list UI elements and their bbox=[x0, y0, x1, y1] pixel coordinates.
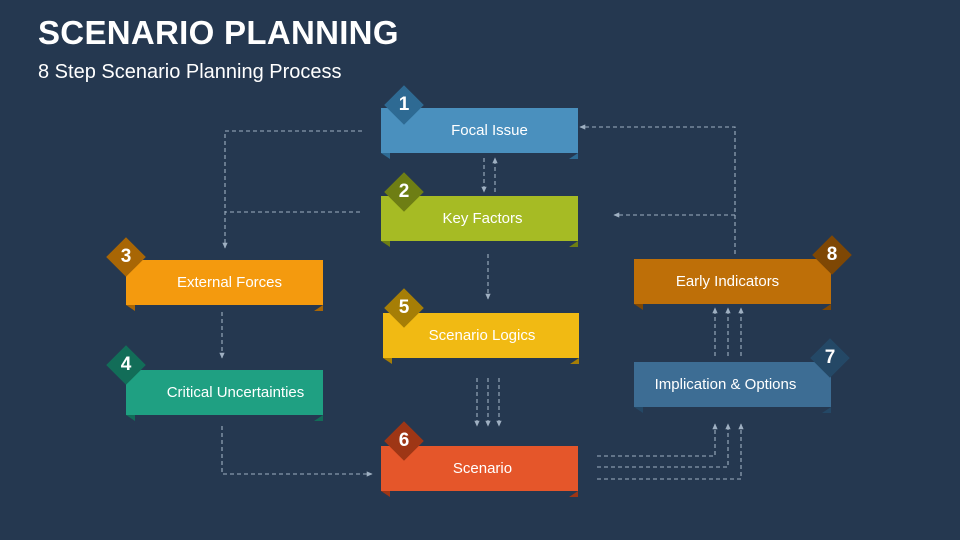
connector-8-to-1 bbox=[579, 124, 736, 254]
step-3-fold-right bbox=[314, 305, 323, 311]
step-8-number: 8 bbox=[826, 244, 838, 265]
step-7-label: Implication & Options bbox=[654, 376, 797, 393]
step-5-fold-left bbox=[383, 358, 392, 364]
connector-6-to-7-c bbox=[597, 423, 744, 480]
step-1-label: Focal Issue bbox=[451, 122, 528, 139]
step-5-box: Scenario Logics bbox=[383, 313, 579, 364]
step-2-fold-left bbox=[381, 241, 390, 247]
step-8-fold-right bbox=[822, 304, 831, 310]
step-1-fold-right bbox=[569, 153, 578, 159]
step-6-fold-right bbox=[569, 491, 578, 497]
connector-4-to-6 bbox=[221, 426, 373, 477]
step-8-label: Early Indicators bbox=[675, 273, 780, 290]
step-6-box: Scenario bbox=[381, 446, 578, 497]
step-7-fold-left bbox=[634, 407, 643, 413]
page-title: SCENARIO PLANNING bbox=[38, 14, 399, 51]
step-5-number: 5 bbox=[398, 297, 410, 318]
step-3-box: External Forces bbox=[126, 260, 323, 311]
step-4-fold-left bbox=[126, 415, 135, 421]
step-7-box: Implication & Options bbox=[634, 362, 831, 413]
step-4-number: 4 bbox=[120, 354, 132, 375]
step-4-fold-right bbox=[314, 415, 323, 421]
step-3-fold-left bbox=[126, 305, 135, 311]
step-1-box: Focal Issue bbox=[381, 108, 578, 159]
step-1-fold-left bbox=[381, 153, 390, 159]
step-8-fold-left bbox=[634, 304, 643, 310]
step-5-fold-right bbox=[570, 358, 579, 364]
step-6-fold-left bbox=[381, 491, 390, 497]
step-1-number: 1 bbox=[398, 94, 410, 115]
step-7-number: 7 bbox=[824, 347, 836, 368]
step-5-label: Scenario Logics bbox=[428, 327, 536, 344]
connector-6-to-7-a bbox=[597, 423, 718, 457]
step-4-box: Critical Uncertainties bbox=[126, 370, 323, 421]
step-7-fold-right bbox=[822, 407, 831, 413]
step-2-fold-right bbox=[569, 241, 578, 247]
step-3-number: 3 bbox=[120, 246, 132, 267]
connector-1-to-3 bbox=[222, 130, 362, 249]
step-2-number: 2 bbox=[398, 181, 410, 202]
step-2-box: Key Factors bbox=[381, 196, 578, 247]
connector-6-to-7-b bbox=[597, 423, 731, 468]
step-2-label: Key Factors bbox=[442, 210, 523, 227]
step-8-box: Early Indicators bbox=[634, 259, 831, 310]
page-subtitle: 8 Step Scenario Planning Process bbox=[38, 61, 342, 83]
step-4-label: Critical Uncertainties bbox=[166, 384, 305, 401]
step-6-label: Scenario bbox=[452, 460, 513, 477]
step-3-label: External Forces bbox=[176, 274, 283, 291]
step-6-number: 6 bbox=[398, 430, 410, 451]
